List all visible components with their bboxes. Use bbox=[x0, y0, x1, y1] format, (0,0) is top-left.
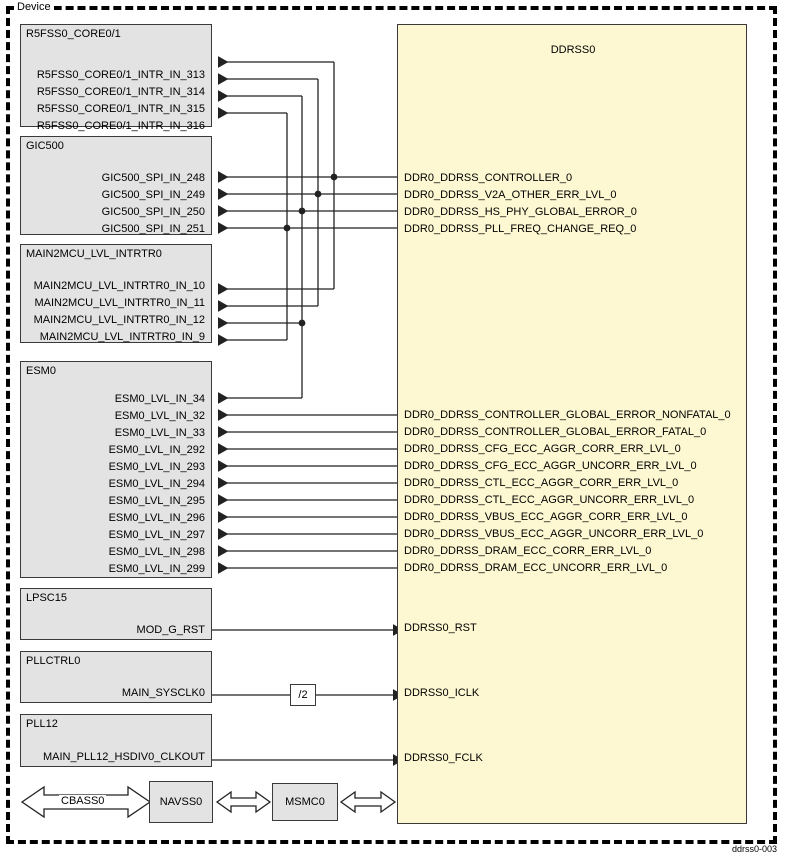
ddrss0-err-1: DDR0_DDRSS_CONTROLLER_GLOBAL_ERROR_FATAL… bbox=[404, 426, 707, 438]
signal-main-sysclk0: MAIN_SYSCLK0 bbox=[121, 687, 205, 699]
ddrss0-err-2: DDR0_DDRSS_CFG_ECC_AGGR_CORR_ERR_LVL_0 bbox=[404, 443, 681, 455]
signal-esm0-lvl-297: ESM0_LVL_IN_297 bbox=[108, 529, 205, 541]
clock-divider-box[interactable]: /2 bbox=[290, 684, 316, 706]
signal-esm0-lvl-32: ESM0_LVL_IN_32 bbox=[114, 410, 205, 422]
figure-caption: ddrss0-003 bbox=[731, 844, 777, 854]
signal-gic500-spi-248: GIC500_SPI_IN_248 bbox=[101, 172, 205, 184]
module-msmc0[interactable]: MSMC0 bbox=[272, 783, 338, 821]
module-title: GIC500 bbox=[26, 140, 64, 152]
ddrss0-err-3: DDR0_DDRSS_CFG_ECC_AGGR_UNCORR_ERR_LVL_0 bbox=[404, 460, 697, 472]
ddrss0-in-rst: DDRSS0_RST bbox=[404, 622, 477, 634]
msmc0-label: MSMC0 bbox=[285, 796, 325, 808]
clock-divider-label: /2 bbox=[298, 689, 308, 701]
module-title: LPSC15 bbox=[26, 592, 67, 604]
module-pll12[interactable]: PLL12 MAIN_PLL12_HSDIV0_CLKOUT bbox=[20, 714, 212, 767]
ddrss0-out-3: DDR0_DDRSS_PLL_FREQ_CHANGE_REQ_0 bbox=[404, 223, 637, 235]
ddrss0-title: DDRSS0 bbox=[550, 44, 596, 56]
module-navss0[interactable]: NAVSS0 bbox=[149, 781, 213, 823]
module-main2mcu-lvl-intrtr0[interactable]: MAIN2MCU_LVL_INTRTR0 MAIN2MCU_LVL_INTRTR… bbox=[20, 244, 212, 343]
signal-main-pll12-hsdiv0-clkout: MAIN_PLL12_HSDIV0_CLKOUT bbox=[42, 751, 205, 763]
module-title: PLLCTRL0 bbox=[26, 655, 81, 667]
signal-esm0-lvl-34: ESM0_LVL_IN_34 bbox=[114, 393, 205, 405]
ddrss0-err-4: DDR0_DDRSS_CTL_ECC_AGGR_CORR_ERR_LVL_0 bbox=[404, 477, 679, 489]
module-esm0[interactable]: ESM0 ESM0_LVL_IN_34 ESM0_LVL_IN_32 ESM0_… bbox=[20, 361, 212, 578]
signal-esm0-lvl-298: ESM0_LVL_IN_298 bbox=[108, 546, 205, 558]
module-title: MAIN2MCU_LVL_INTRTR0 bbox=[26, 248, 162, 260]
signal-main2mcu-in-10: MAIN2MCU_LVL_INTRTR0_IN_10 bbox=[33, 280, 205, 292]
ddrss0-out-0: DDR0_DDRSS_CONTROLLER_0 bbox=[404, 172, 573, 184]
signal-r5fss0-intr-315: R5FSS0_CORE0/1_INTR_IN_315 bbox=[36, 103, 205, 115]
module-lpsc15[interactable]: LPSC15 MOD_G_RST bbox=[20, 588, 212, 640]
signal-esm0-lvl-294: ESM0_LVL_IN_294 bbox=[108, 478, 205, 490]
signal-r5fss0-intr-314: R5FSS0_CORE0/1_INTR_IN_314 bbox=[36, 86, 205, 98]
signal-main2mcu-in-9: MAIN2MCU_LVL_INTRTR0_IN_9 bbox=[39, 331, 205, 343]
ddrss0-err-0: DDR0_DDRSS_CONTROLLER_GLOBAL_ERROR_NONFA… bbox=[404, 409, 731, 421]
signal-r5fss0-intr-313: R5FSS0_CORE0/1_INTR_IN_313 bbox=[36, 69, 205, 81]
ddrss0-in-fclk: DDRSS0_FCLK bbox=[404, 752, 483, 764]
signal-gic500-spi-249: GIC500_SPI_IN_249 bbox=[101, 189, 205, 201]
signal-r5fss0-intr-316: R5FSS0_CORE0/1_INTR_IN_316 bbox=[36, 120, 205, 132]
ddrss0-err-8: DDR0_DDRSS_DRAM_ECC_CORR_ERR_LVL_0 bbox=[404, 545, 652, 557]
ddrss0-out-2: DDR0_DDRSS_HS_PHY_GLOBAL_ERROR_0 bbox=[404, 206, 637, 218]
signal-esm0-lvl-295: ESM0_LVL_IN_295 bbox=[108, 495, 205, 507]
module-title: ESM0 bbox=[26, 365, 56, 377]
signal-main2mcu-in-12: MAIN2MCU_LVL_INTRTR0_IN_12 bbox=[33, 314, 205, 326]
module-ddrss0[interactable]: DDRSS0 DDR0_DDRSS_CONTROLLER_0 DDR0_DDRS… bbox=[397, 24, 747, 824]
cbass0-label: CBASS0 bbox=[59, 795, 107, 808]
signal-esm0-lvl-299: ESM0_LVL_IN_299 bbox=[108, 563, 205, 575]
signal-esm0-lvl-292: ESM0_LVL_IN_292 bbox=[108, 444, 205, 456]
ddrss0-err-7: DDR0_DDRSS_VBUS_ECC_AGGR_UNCORR_ERR_LVL_… bbox=[404, 528, 704, 540]
navss0-label: NAVSS0 bbox=[159, 796, 203, 808]
ddrss0-err-6: DDR0_DDRSS_VBUS_ECC_AGGR_CORR_ERR_LVL_0 bbox=[404, 511, 688, 523]
module-title: R5FSS0_CORE0/1 bbox=[26, 28, 121, 40]
signal-esm0-lvl-296: ESM0_LVL_IN_296 bbox=[108, 512, 205, 524]
module-title: PLL12 bbox=[26, 718, 58, 730]
module-r5fss0-core01[interactable]: R5FSS0_CORE0/1 R5FSS0_CORE0/1_INTR_IN_31… bbox=[20, 24, 212, 132]
device-boundary bbox=[6, 6, 777, 844]
signal-main2mcu-in-11: MAIN2MCU_LVL_INTRTR0_IN_11 bbox=[34, 297, 205, 309]
signal-gic500-spi-251: GIC500_SPI_IN_251 bbox=[101, 223, 205, 235]
signal-gic500-spi-250: GIC500_SPI_IN_250 bbox=[101, 206, 205, 218]
device-label: Device bbox=[14, 1, 54, 14]
ddrss0-out-1: DDR0_DDRSS_V2A_OTHER_ERR_LVL_0 bbox=[404, 189, 617, 201]
ddrss0-in-iclk: DDRSS0_ICLK bbox=[404, 687, 480, 699]
signal-esm0-lvl-293: ESM0_LVL_IN_293 bbox=[108, 461, 205, 473]
ddrss0-err-9: DDR0_DDRSS_DRAM_ECC_UNCORR_ERR_LVL_0 bbox=[404, 562, 668, 574]
module-pllctrl0[interactable]: PLLCTRL0 MAIN_SYSCLK0 bbox=[20, 651, 212, 703]
signal-esm0-lvl-33: ESM0_LVL_IN_33 bbox=[114, 427, 205, 439]
signal-mod-g-rst: MOD_G_RST bbox=[136, 624, 205, 636]
module-gic500[interactable]: GIC500 GIC500_SPI_IN_248 GIC500_SPI_IN_2… bbox=[20, 136, 212, 235]
ddrss0-err-5: DDR0_DDRSS_CTL_ECC_AGGR_UNCORR_ERR_LVL_0 bbox=[404, 494, 695, 506]
